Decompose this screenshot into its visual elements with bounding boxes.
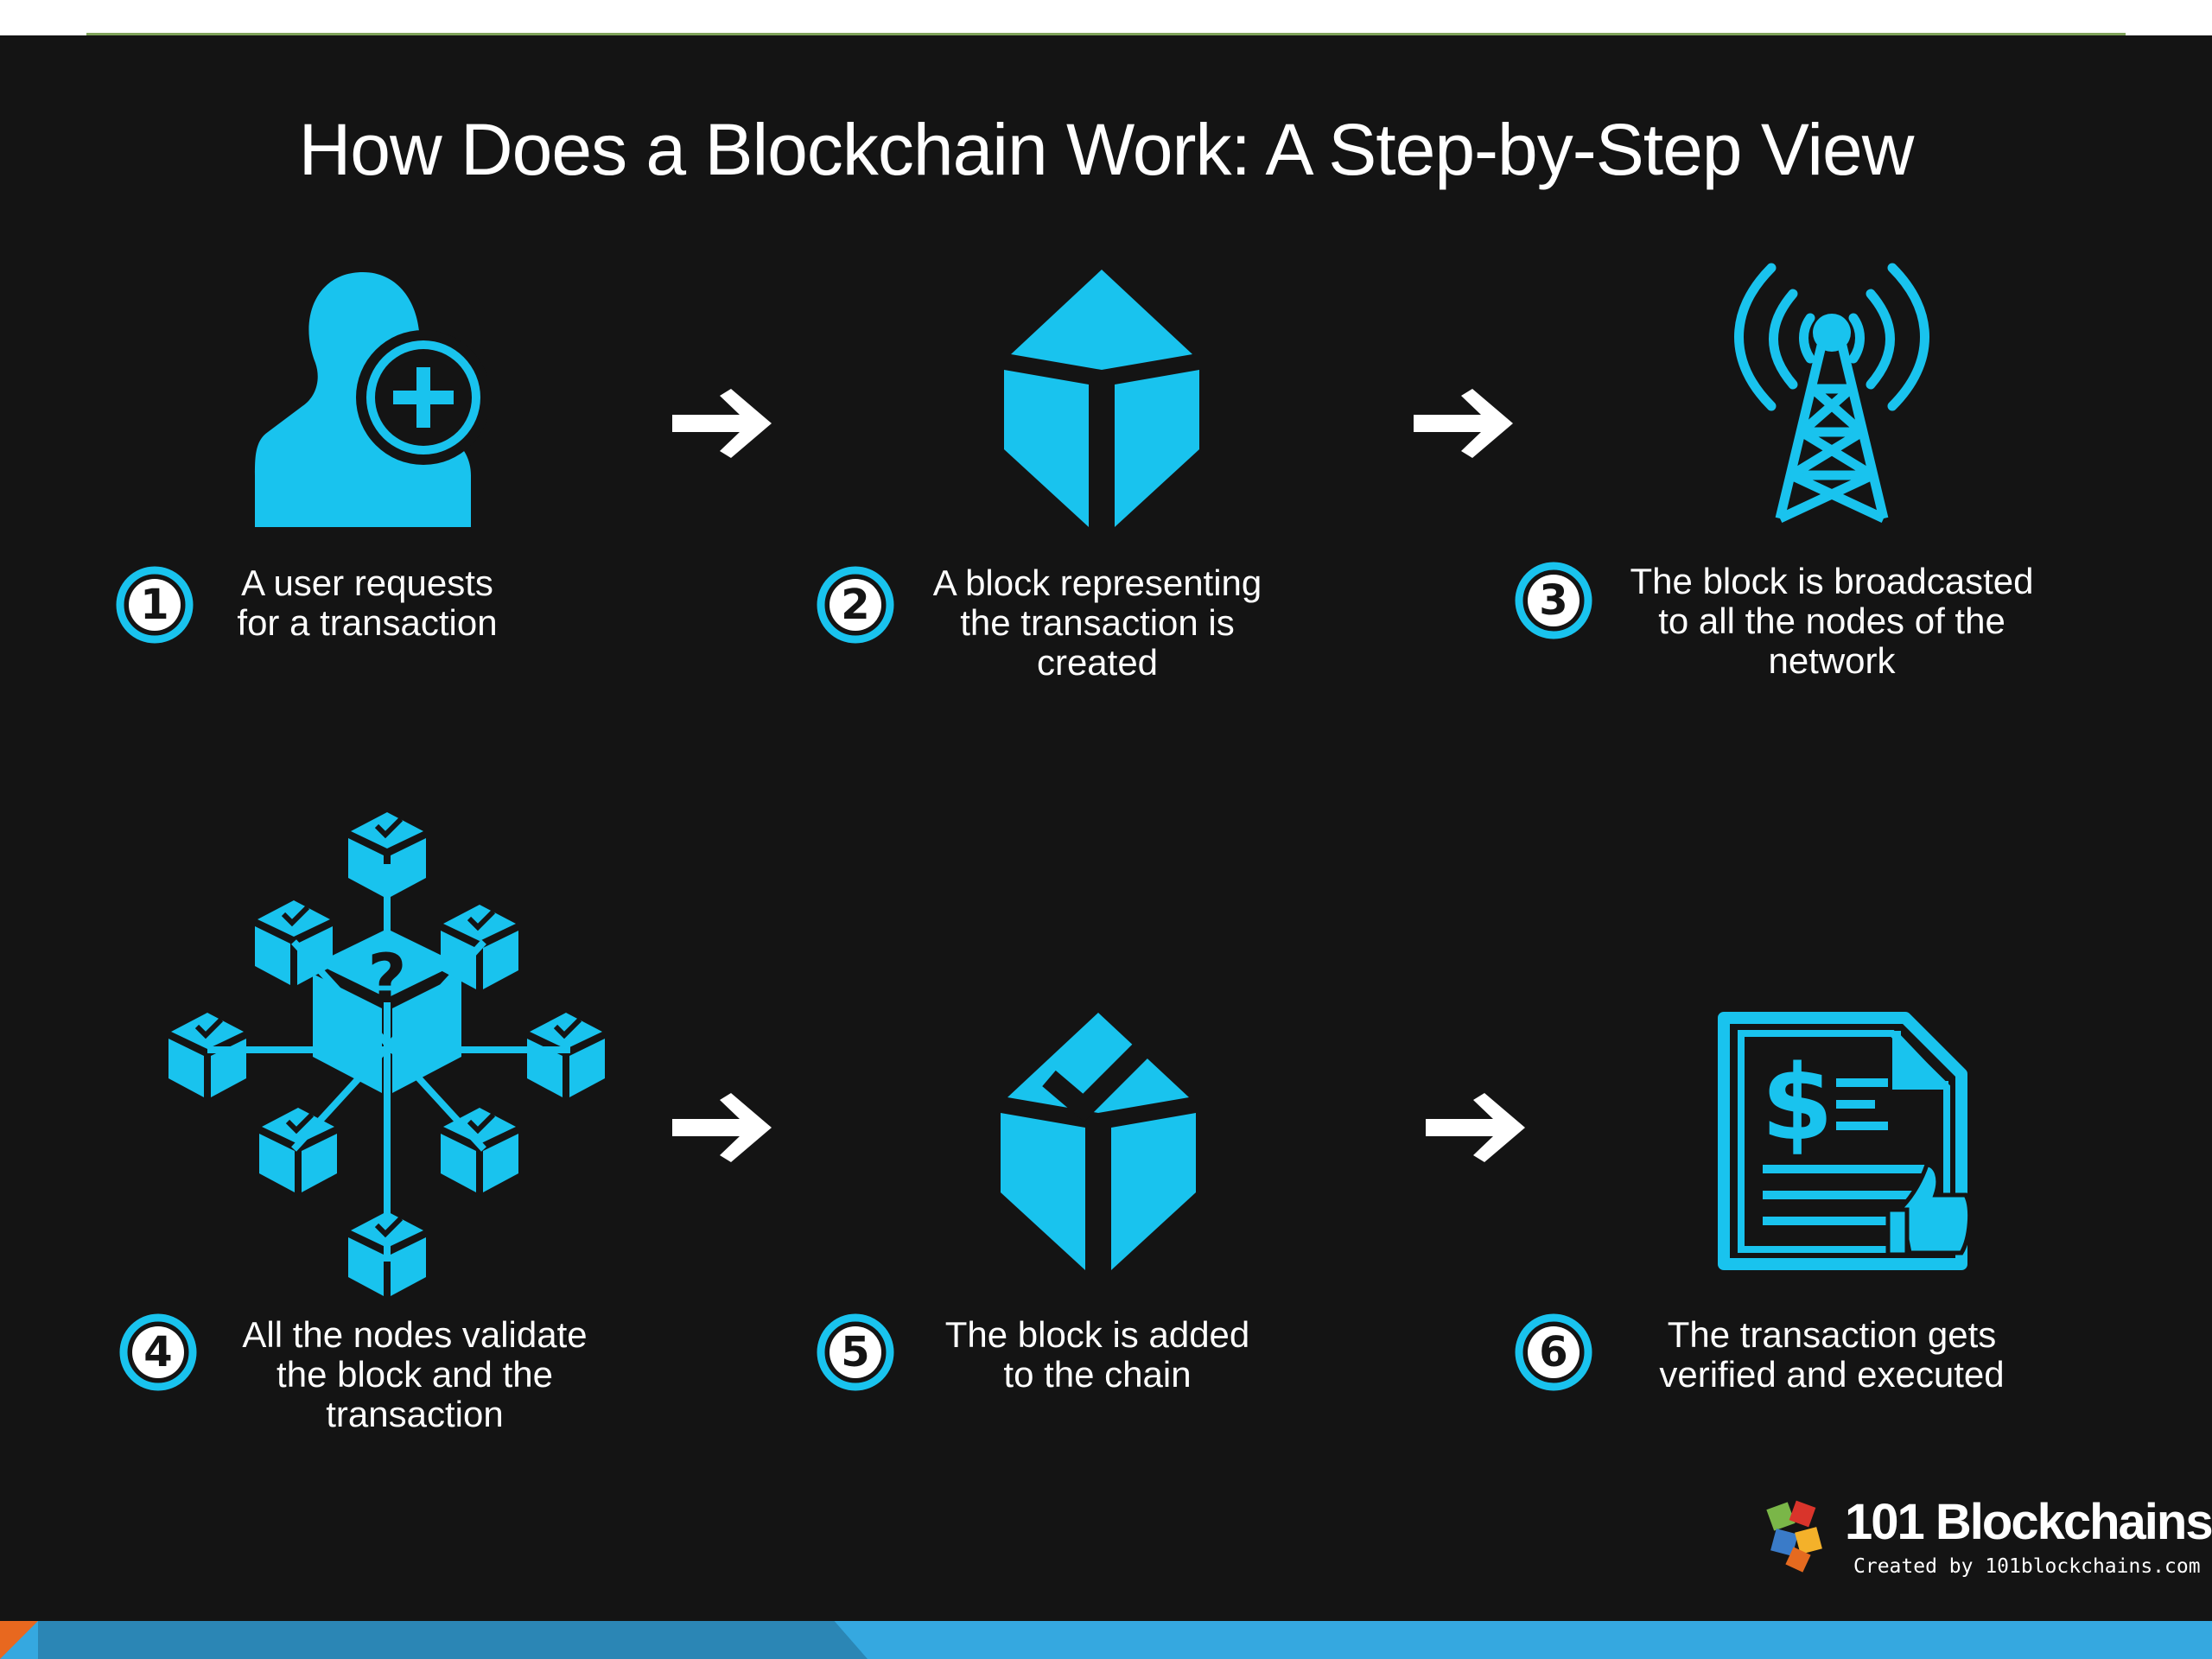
top-accent-line <box>86 33 2126 35</box>
step-4-badge: 4 <box>119 1313 197 1391</box>
svg-text:6: 6 <box>1539 1328 1567 1376</box>
brand-logo: 101 Blockchains Created by 101blockchain… <box>1763 1493 2212 1588</box>
svg-text:4: 4 <box>143 1328 172 1376</box>
node-network-icon: ? <box>164 795 613 1313</box>
brand-subtitle: Created by 101blockchains.com <box>1853 1555 2201 1578</box>
brand-name: 101 Blockchains <box>1845 1494 2212 1550</box>
top-margin <box>0 0 2212 35</box>
step-2-badge: 2 <box>817 566 894 644</box>
blocks-logo-icon <box>1766 1500 1822 1573</box>
user-add-icon <box>251 268 493 527</box>
broadcast-tower-icon <box>1719 259 1944 527</box>
bottom-decor-dark-segment <box>38 1621 868 1659</box>
svg-text:5: 5 <box>841 1328 869 1376</box>
step-6-badge: 6 <box>1515 1313 1592 1391</box>
step-5-badge: 5 <box>817 1313 894 1391</box>
arrow-right-icon <box>1426 1093 1529 1166</box>
bottom-decor-bar <box>0 1621 2212 1659</box>
invoice-approved-icon: $ <box>1715 1009 1974 1277</box>
svg-text:?: ? <box>367 941 406 1019</box>
cube-check-icon <box>999 1011 1198 1270</box>
page-title: How Does a Blockchain Work: A Step-by-St… <box>298 109 1915 190</box>
arrow-right-icon <box>672 1093 776 1166</box>
svg-text:2: 2 <box>841 581 869 629</box>
svg-text:3: 3 <box>1539 576 1567 625</box>
svg-text:1: 1 <box>140 581 168 629</box>
arrow-right-icon <box>1414 389 1517 462</box>
svg-text:$: $ <box>1761 1044 1834 1164</box>
step-3-badge: 3 <box>1515 562 1592 639</box>
cube-icon <box>1002 268 1201 527</box>
bottom-decor-orange-corner <box>0 1621 38 1659</box>
step-1-badge: 1 <box>116 566 194 644</box>
arrow-right-icon <box>672 389 776 462</box>
